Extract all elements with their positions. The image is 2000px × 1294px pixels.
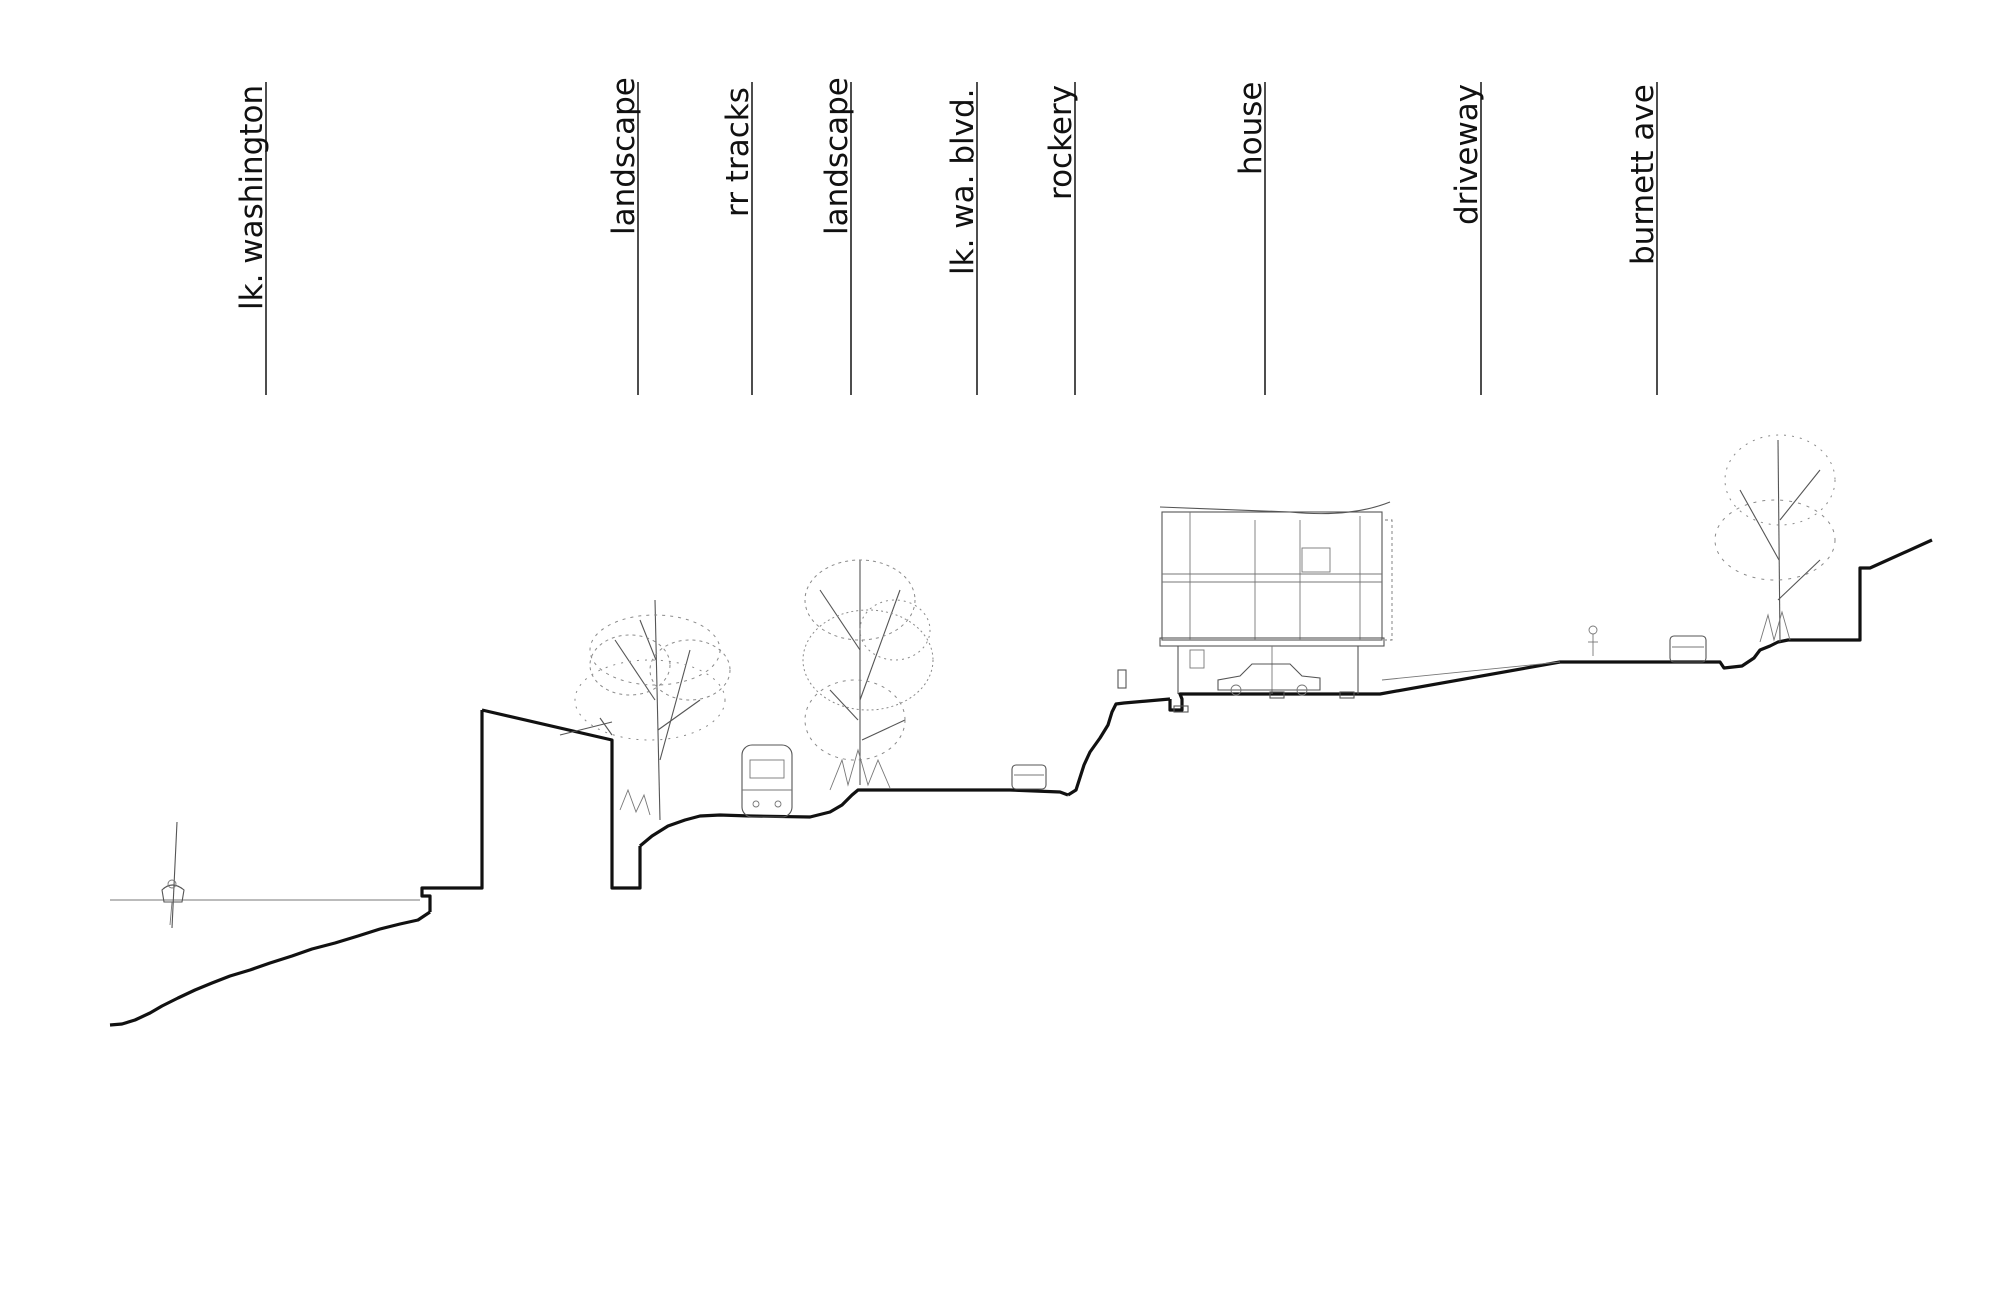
car-under-house-icon [1217, 663, 1321, 696]
tree-burnett-ave [1714, 434, 1836, 643]
tree-landscape-2 [802, 559, 934, 791]
zone-marker-driveway: driveway [1449, 82, 1485, 395]
zone-marker-burnett-ave: burnett ave [1625, 82, 1661, 395]
house-upper-volume [1161, 511, 1383, 641]
tree-icon [802, 559, 934, 791]
zone-marker-house: house [1233, 82, 1269, 395]
zone-labels: lk. washington landscape rr tracks lands… [234, 77, 1661, 395]
driveway-curb-line [1381, 661, 1561, 681]
zone-marker-rockery: rockery [1043, 82, 1079, 395]
footing-marks [1173, 691, 1355, 713]
zone-label-landscape-1: landscape [606, 77, 642, 235]
zone-label-lk-wa-blvd: lk. wa. blvd. [945, 89, 981, 276]
zone-marker-lake: lk. washington [234, 82, 270, 395]
zone-marker-landscape-2: landscape [819, 77, 855, 395]
tree-landscape-1 [574, 599, 731, 821]
zone-label-lake: lk. washington [234, 85, 270, 310]
wall-cap-line [559, 721, 613, 736]
rockery-slope [1067, 697, 1171, 797]
zone-label-house: house [1233, 82, 1269, 175]
zone-label-driveway: driveway [1449, 84, 1485, 225]
lakebed-slope [109, 910, 431, 1027]
zone-marker-lk-wa-blvd: lk. wa. blvd. [945, 82, 981, 395]
zone-label-rr-tracks: rr tracks [720, 87, 756, 217]
rockery-post [1117, 669, 1127, 689]
zone-marker-landscape-1: landscape [606, 77, 642, 395]
house-drawing [1159, 501, 1561, 696]
car-burnett-icon [1669, 635, 1707, 663]
zone-label-burnett-ave: burnett ave [1625, 84, 1661, 265]
train-icon [741, 744, 793, 818]
retaining-wall [420, 708, 642, 912]
tree-icon [1714, 434, 1836, 643]
house-platform [1168, 538, 1933, 712]
landscape-slope [638, 788, 1069, 848]
lake-water [110, 821, 420, 929]
sailboat-icon [161, 821, 185, 929]
ground-profile [109, 538, 1933, 1027]
zone-label-landscape-2: landscape [819, 77, 855, 235]
car-blvd-icon [1011, 764, 1047, 790]
person-icon [1588, 625, 1598, 656]
tree-icon [574, 599, 731, 821]
zone-label-rockery: rockery [1043, 85, 1079, 200]
zone-marker-rr-tracks: rr tracks [720, 82, 756, 395]
